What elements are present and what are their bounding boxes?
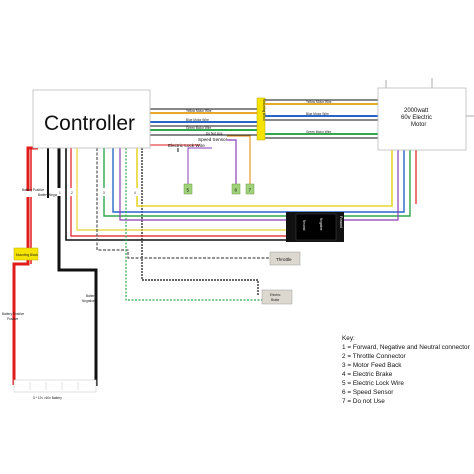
battery-negative-line2: Negative xyxy=(82,299,95,303)
label-5: 5 xyxy=(187,188,190,193)
connector-3 xyxy=(100,188,108,196)
motor-line3: Motor xyxy=(411,122,426,128)
battery-positive-line1: Battery Positive xyxy=(2,312,24,316)
switch-neutral: Neutral xyxy=(302,220,306,231)
connector-6 xyxy=(231,183,241,195)
label-do-not-use: Do Not Use xyxy=(206,132,223,136)
key-item-1: 1 = Forward, Negative and Neutral connec… xyxy=(342,344,471,351)
connector-1 xyxy=(57,188,64,196)
switch-panel xyxy=(295,213,337,241)
connector-4 xyxy=(131,188,139,196)
wire-purple-motor-feedback xyxy=(119,148,399,221)
key-item-2: 2 = Throttle Connector xyxy=(342,353,407,360)
key-item-6: 6 = Speed Sensor xyxy=(342,389,394,396)
battery-positive-line2: Positive xyxy=(7,317,18,321)
label-green-motor-right: Green Motor Wire xyxy=(306,130,332,134)
wire-green-motor-feedback xyxy=(103,148,411,217)
connector-7 xyxy=(245,183,255,195)
wire-speed-sensor xyxy=(227,139,237,184)
mounting-block-bottom-label: Mounting Block xyxy=(16,253,38,257)
switch-negative: Negative xyxy=(319,218,323,231)
wire-do-not-use xyxy=(227,135,251,184)
throttle-label: Throttle xyxy=(276,257,292,262)
label-speed-sensor: Speed Sensor xyxy=(198,137,228,142)
label-blue-motor-right: Blue Motor Wire xyxy=(306,112,329,116)
battery-pack xyxy=(13,379,97,393)
mounting-block-top-label: Mounting Block xyxy=(262,99,266,121)
wire-black-to-switch xyxy=(65,148,296,241)
label-2: 2 xyxy=(71,191,73,195)
switch-forward: Forward xyxy=(339,216,343,228)
wire-lock xyxy=(187,147,212,184)
connector-5 xyxy=(183,183,193,195)
key-title: Key: xyxy=(342,335,355,342)
mounting-block-bottom xyxy=(13,247,39,261)
label-1: 1 xyxy=(59,191,61,195)
label-yellow-motor-left: Yellow Motor Wire xyxy=(186,109,212,113)
label-6: 6 xyxy=(235,188,238,193)
key-item-5: 5 = Electric Lock Wire xyxy=(342,380,404,387)
motor-line1: 2000watt xyxy=(404,108,429,114)
battery-pack-label: 5 * 12v =60v Battery xyxy=(33,396,62,400)
wire-throttle xyxy=(96,148,270,259)
key-item-3: 3 = Motor Feed Back xyxy=(342,362,402,369)
wire-black-1 xyxy=(57,148,98,386)
connector-2 xyxy=(69,188,76,196)
wire-green-dashed xyxy=(125,148,262,301)
mounting-block-top xyxy=(256,97,266,141)
key-item-4: 4 = Electric Brake xyxy=(342,371,393,378)
motor-line2: 60v Electric xyxy=(401,115,432,121)
label-yellow-motor-right: Yellow Motor Wire xyxy=(306,100,332,104)
wire-red-battery-positive xyxy=(12,146,38,385)
label-green-motor-left: Green Motor Wire xyxy=(186,126,212,130)
label-battery-positive: Battery Positive xyxy=(22,188,44,192)
label-3: 3 xyxy=(103,191,105,195)
battery-negative-line1: Battery xyxy=(86,294,97,298)
ebrake-box xyxy=(261,289,293,305)
wire-yellow-switch xyxy=(76,148,296,231)
ebrake-line1: Electric xyxy=(270,293,281,297)
label-4: 4 xyxy=(134,191,136,195)
wire-black-ebrake xyxy=(141,148,259,296)
connector-battery-positive xyxy=(22,191,36,197)
motor-box xyxy=(377,87,467,151)
wire-blue-motor-feedback xyxy=(112,148,405,213)
ebrake-line2: Brake xyxy=(271,298,280,302)
key-item-7: 7 = Do not Use xyxy=(342,398,385,405)
wire-yellow-to-motor xyxy=(136,148,393,207)
controller-title: Controller xyxy=(44,112,135,135)
label-7: 7 xyxy=(249,188,252,193)
throttle-box xyxy=(269,251,301,266)
label-battery-negative: Battery Negative xyxy=(38,193,62,197)
label-blue-motor-left: Blue Motor Wire xyxy=(186,118,209,122)
controller-box xyxy=(32,89,151,149)
wire-red-to-switch xyxy=(70,148,296,237)
label-electric-lock: Electric Lock Wire xyxy=(168,143,205,148)
